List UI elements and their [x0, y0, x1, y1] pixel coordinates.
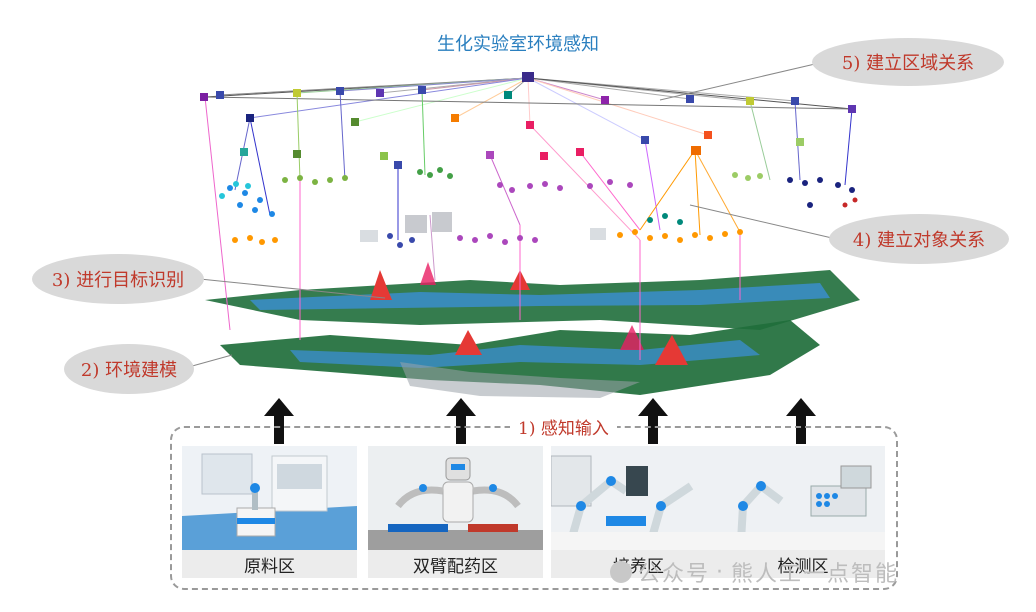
up-arrow-icon [638, 398, 668, 444]
watermark: 公众号 · 熊人工一点智能 [610, 556, 899, 588]
testing-station-illustration [721, 446, 885, 550]
zone-label: 检测区 [721, 550, 885, 578]
watermark-channel: 公众号 [638, 562, 711, 587]
step-bubble-3: 3) 进行目标识别 [32, 254, 204, 304]
watermark-separator: · [716, 559, 726, 585]
zone-panel-culture: 培养区 [551, 446, 726, 578]
step-1-label: 1) 感知输入 [510, 414, 617, 439]
up-arrow-icon [264, 398, 294, 444]
step-bubble-5: 5) 建立区域关系 [812, 38, 1004, 86]
object-clusters [219, 167, 858, 248]
diagram-title: 生化实验室环境感知 [437, 34, 599, 55]
zone-panel-raw-material: 原料区 [182, 446, 357, 578]
step-3-label: 3) 进行目标识别 [51, 270, 185, 291]
graph-nodes [200, 72, 856, 169]
up-arrow-icon [786, 398, 816, 444]
wechat-icon [610, 561, 632, 583]
step-2-label: 2) 环境建模 [80, 360, 178, 381]
watermark-name: 熊人工一点智能 [731, 562, 900, 587]
zone-label: 双臂配药区 [368, 550, 543, 578]
zone-panel-testing: 检测区 [721, 446, 885, 578]
zone-label: 原料区 [182, 550, 357, 578]
step-5-label: 5) 建立区域关系 [841, 53, 975, 74]
step-4-label: 4) 建立对象关系 [852, 230, 986, 251]
step-bubble-2: 2) 环境建模 [64, 344, 194, 394]
lab-room-illustration [182, 446, 357, 550]
culture-station-illustration [551, 446, 726, 550]
zone-panel-dual-arm: 双臂配药区 [368, 446, 543, 578]
up-arrow-icon [446, 398, 476, 444]
environment-map [205, 262, 860, 398]
dual-arm-robot-illustration [368, 446, 543, 550]
root-node [522, 72, 534, 82]
step-bubble-4: 4) 建立对象关系 [829, 214, 1009, 264]
